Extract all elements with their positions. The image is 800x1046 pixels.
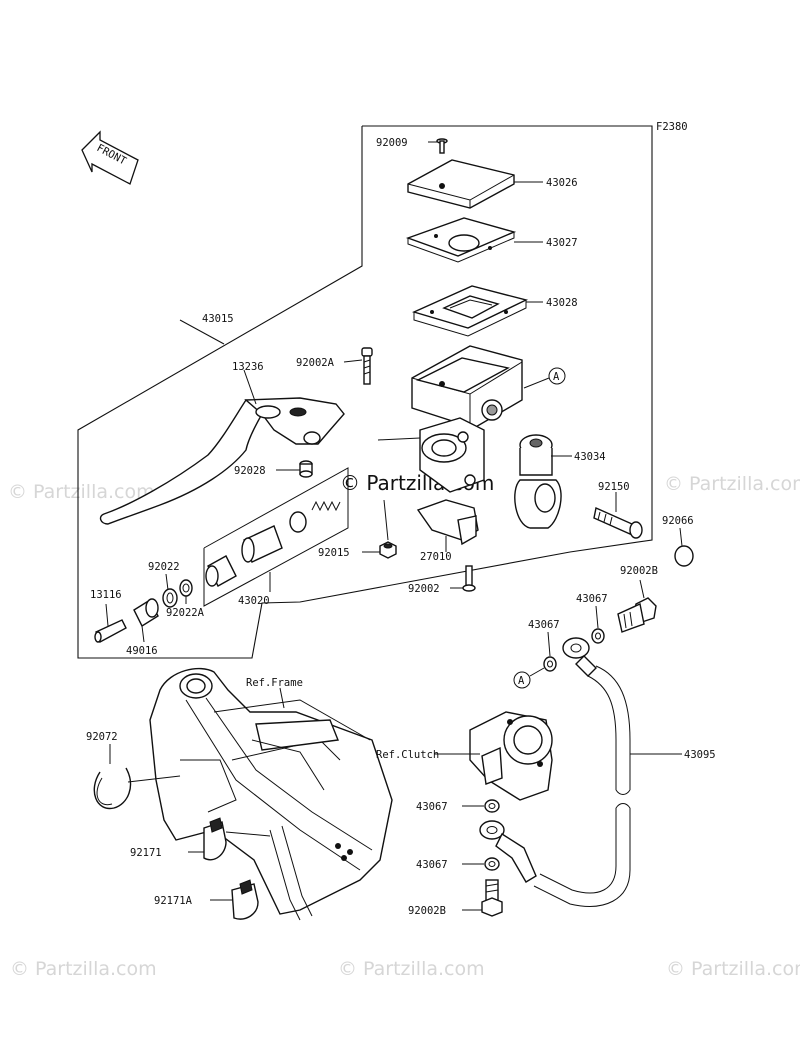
frame-ref: [149, 667, 393, 921]
label-92015: 92015: [318, 547, 350, 559]
hose-43095: [533, 637, 682, 907]
label-43020: 43020: [238, 595, 270, 607]
label-ref-clutch: Ref.Clutch: [376, 749, 439, 761]
label-92171: 92171: [130, 847, 162, 859]
piston-kit-43020: [203, 467, 349, 607]
label-92002B-top: 92002B: [620, 565, 658, 577]
label-43015: 43015: [202, 313, 234, 325]
watermark-bottom-center: © Partzilla.com: [338, 958, 485, 980]
reservoir-cap-group: [405, 138, 543, 337]
watermark-right: © Partzilla.com: [664, 473, 800, 495]
nut-92015: [362, 499, 397, 559]
washer-43067-a: [591, 605, 605, 644]
label-92002B-bottom: 92002B: [408, 905, 446, 917]
label-43067-b: 43067: [528, 619, 560, 631]
washer-43067-c: [462, 799, 500, 813]
assembly-frame: [77, 125, 653, 659]
label-92028: 92028: [234, 465, 266, 477]
spring: [311, 500, 341, 512]
lever-13236: [99, 369, 345, 525]
marker-a-top-label: A: [553, 371, 560, 383]
master-cylinder-body: [377, 345, 523, 493]
label-43027: 43027: [546, 237, 578, 249]
label-92002: 92002: [408, 583, 440, 595]
banjo-lower: [479, 820, 537, 883]
label-92022A: 92022A: [166, 607, 205, 619]
label-49016: 49016: [126, 645, 158, 657]
label-43067-a: 43067: [576, 593, 608, 605]
label-13236: 13236: [232, 361, 264, 373]
clamp-92171: [188, 817, 271, 861]
pin-92028: [276, 460, 313, 478]
screw-92009: [436, 138, 448, 154]
seal-92022A: [179, 579, 193, 604]
label-92072: 92072: [86, 731, 118, 743]
label-43067-d: 43067: [416, 859, 448, 871]
boot-49016: [133, 598, 159, 643]
bolt-92002A: [343, 347, 373, 385]
band-92072: [93, 744, 181, 810]
label-43028: 43028: [546, 297, 578, 309]
label-92171A: 92171A: [154, 895, 193, 907]
seal-92022: [162, 573, 178, 608]
label-ref-frame: Ref.Frame: [246, 677, 303, 689]
banjo-fitting-43034: [514, 434, 572, 529]
bolt-92150: [593, 492, 643, 539]
watermark-left: © Partzilla.com: [8, 481, 155, 503]
switch-27010: [416, 499, 479, 552]
washer-43067-d: [462, 857, 500, 871]
diaphragm-43028: [411, 285, 529, 337]
front-arrow-icon: FRONT: [81, 130, 139, 185]
washer-43067-b: [543, 631, 557, 672]
label-92009: 92009: [376, 137, 408, 149]
label-92002A: 92002A: [296, 357, 335, 369]
label-92022: 92022: [148, 561, 180, 573]
label-92066: 92066: [662, 515, 694, 527]
label-43026: 43026: [546, 177, 578, 189]
watermark-bottom-left: © Partzilla.com: [10, 958, 157, 980]
plate-43027: [405, 217, 517, 263]
marker-a-bottom-label: A: [518, 675, 525, 687]
clutch-slave-cylinder: [434, 711, 553, 801]
label-92150: 92150: [598, 481, 630, 493]
label-43095: 43095: [684, 749, 716, 761]
marker-a-top: A: [523, 367, 566, 389]
diagram-code: F2380: [656, 121, 688, 133]
cap-92066: [674, 527, 694, 567]
part-labels: 92009 43026 43027 43028 43015 92002A 132…: [86, 137, 716, 917]
watermarks: © Partzilla.com © Partzilla.com © Partzi…: [8, 471, 800, 980]
label-43034: 43034: [574, 451, 606, 463]
screw-92002: [450, 565, 476, 592]
marker-a-bottom: A: [513, 667, 545, 689]
bolt-92002B-bottom: [462, 879, 503, 917]
cap-43026: [407, 159, 515, 209]
watermark-bottom-right: © Partzilla.com: [666, 958, 800, 980]
label-43067-c: 43067: [416, 801, 448, 813]
label-27010: 27010: [420, 551, 452, 563]
pushrod-13116: [94, 603, 127, 643]
clamp-92171A: [210, 879, 259, 920]
label-13116: 13116: [90, 589, 122, 601]
bolt-92002B-top: [617, 579, 657, 633]
